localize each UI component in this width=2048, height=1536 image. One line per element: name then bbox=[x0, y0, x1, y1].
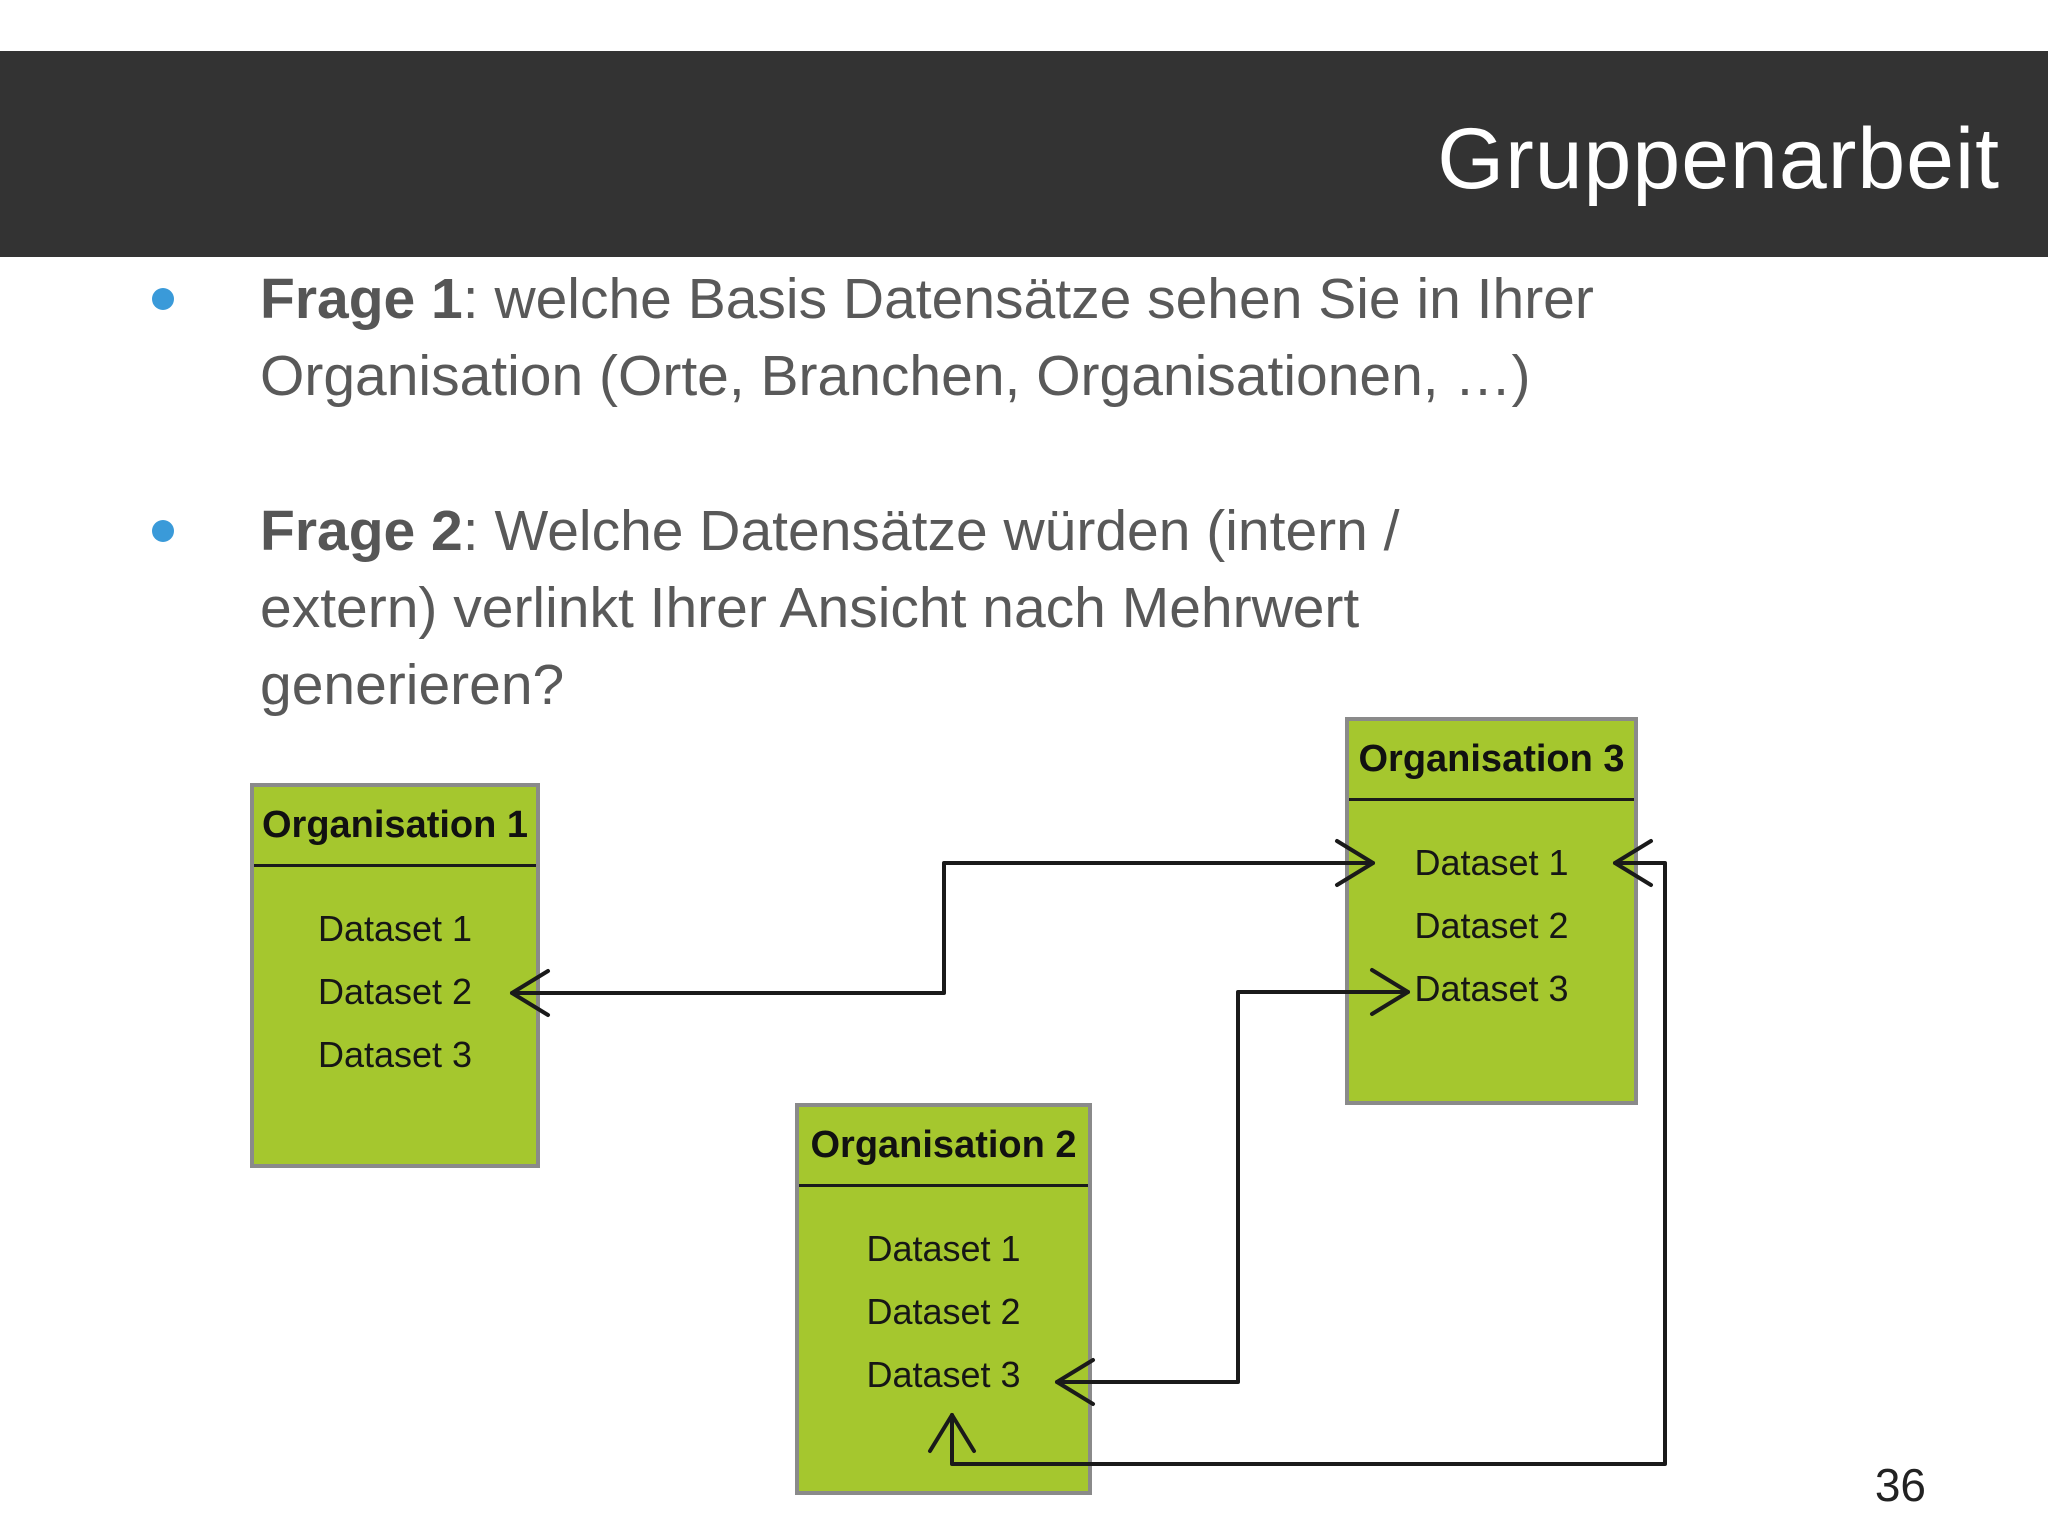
org-box-organisation-2: Organisation 2 Dataset 1 Dataset 2 Datas… bbox=[795, 1103, 1092, 1495]
dataset-item: Dataset 2 bbox=[866, 1291, 1021, 1332]
connector-org1-dataset2-org3-dataset1 bbox=[510, 839, 1375, 1017]
bullet-text-line: generieren? bbox=[260, 653, 565, 717]
org-box-organisation-1: Organisation 1 Dataset 1 Dataset 2 Datas… bbox=[250, 783, 540, 1168]
bullet-item-frage-1: Frage 1: welche Basis Datensätze sehen S… bbox=[152, 261, 1920, 415]
dataset-item: Dataset 1 bbox=[317, 908, 473, 949]
page-number: 36 bbox=[1874, 1459, 1926, 1511]
header-bar: Gruppenarbeit bbox=[0, 51, 2048, 257]
bullet-item-frage-2: Frage 2: Welche Datensätze würden (inter… bbox=[152, 493, 1920, 724]
bullet-dot-icon bbox=[152, 288, 174, 310]
org-title: Organisation 2 bbox=[799, 1107, 1088, 1187]
dataset-item: Dataset 3 bbox=[317, 1034, 473, 1075]
bullet-text-line: : Welche Datensätze würden (intern / bbox=[462, 499, 1400, 563]
dataset-item: Dataset 3 bbox=[1414, 968, 1569, 1009]
bullet-text-line: extern) verlinkt Ihrer Ansicht nach Mehr… bbox=[260, 576, 1360, 640]
dataset-list: Dataset 1 Dataset 2 Dataset 3 bbox=[799, 1217, 1088, 1406]
bullet-dot-icon bbox=[152, 520, 174, 542]
bullet-bold-label: Frage 2 bbox=[260, 499, 463, 563]
dataset-item: Dataset 3 bbox=[866, 1354, 1021, 1395]
org-box-organisation-3: Organisation 3 Dataset 1 Dataset 2 Datas… bbox=[1345, 717, 1638, 1105]
dataset-list: Dataset 1 Dataset 2 Dataset 3 bbox=[1349, 831, 1634, 1020]
org-title: Organisation 1 bbox=[254, 787, 536, 867]
org-title: Organisation 3 bbox=[1349, 721, 1634, 801]
dataset-list: Dataset 1 Dataset 2 Dataset 3 bbox=[254, 897, 536, 1086]
slide-title: Gruppenarbeit bbox=[1437, 111, 2000, 207]
dataset-item: Dataset 1 bbox=[866, 1228, 1021, 1269]
bullet-text-line: : welche Basis Datensätze sehen Sie in I… bbox=[462, 267, 1594, 331]
bullet-text-line: Organisation (Orte, Branchen, Organisati… bbox=[260, 344, 1531, 408]
dataset-item: Dataset 1 bbox=[1414, 842, 1569, 883]
dataset-item: Dataset 2 bbox=[1414, 905, 1569, 946]
bullet-bold-label: Frage 1 bbox=[260, 267, 463, 331]
bullet-list: Frage 1: welche Basis Datensätze sehen S… bbox=[152, 261, 1920, 802]
dataset-item: Dataset 2 bbox=[317, 971, 473, 1012]
